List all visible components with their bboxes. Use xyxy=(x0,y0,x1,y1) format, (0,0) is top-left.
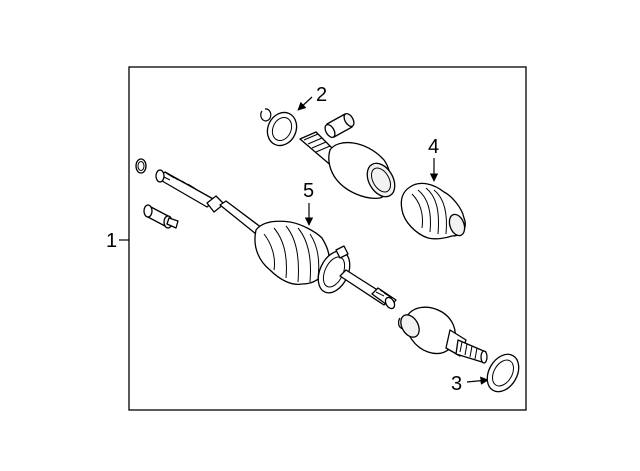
part-3-ring[interactable] xyxy=(481,349,525,398)
axle-shaft-right xyxy=(339,269,397,310)
callout-5-label: 5 xyxy=(303,180,314,202)
small-clip-top xyxy=(260,108,272,122)
callout-2-label: 2 xyxy=(316,84,327,106)
callout-3-arrow xyxy=(466,376,489,385)
outer-cv-joint xyxy=(400,306,488,364)
callout-4-label: 4 xyxy=(428,136,439,158)
inner-cv-joint-housing xyxy=(299,131,396,199)
part-2-ring-seal[interactable] xyxy=(262,108,302,151)
callout-2[interactable]: 2 xyxy=(297,84,327,111)
assembly-frame xyxy=(128,66,527,411)
callout-5[interactable]: 5 xyxy=(303,180,314,226)
axle-shaft xyxy=(155,169,263,235)
callout-3-label: 3 xyxy=(451,373,462,395)
sleeve-bushing-top xyxy=(324,112,355,139)
part-4-inner-boot[interactable] xyxy=(400,182,467,240)
callout-1[interactable]: 1 xyxy=(106,230,129,252)
callout-4[interactable]: 4 xyxy=(428,136,439,182)
sleeve-bushing-left xyxy=(143,204,179,229)
callout-1-label: 1 xyxy=(106,230,117,252)
small-clip-left xyxy=(135,158,147,174)
callout-2-arrow xyxy=(297,96,313,111)
boot-clamp-ring xyxy=(317,245,351,294)
part-5-outer-boot[interactable] xyxy=(254,220,330,286)
callout-3[interactable]: 3 xyxy=(451,373,489,395)
